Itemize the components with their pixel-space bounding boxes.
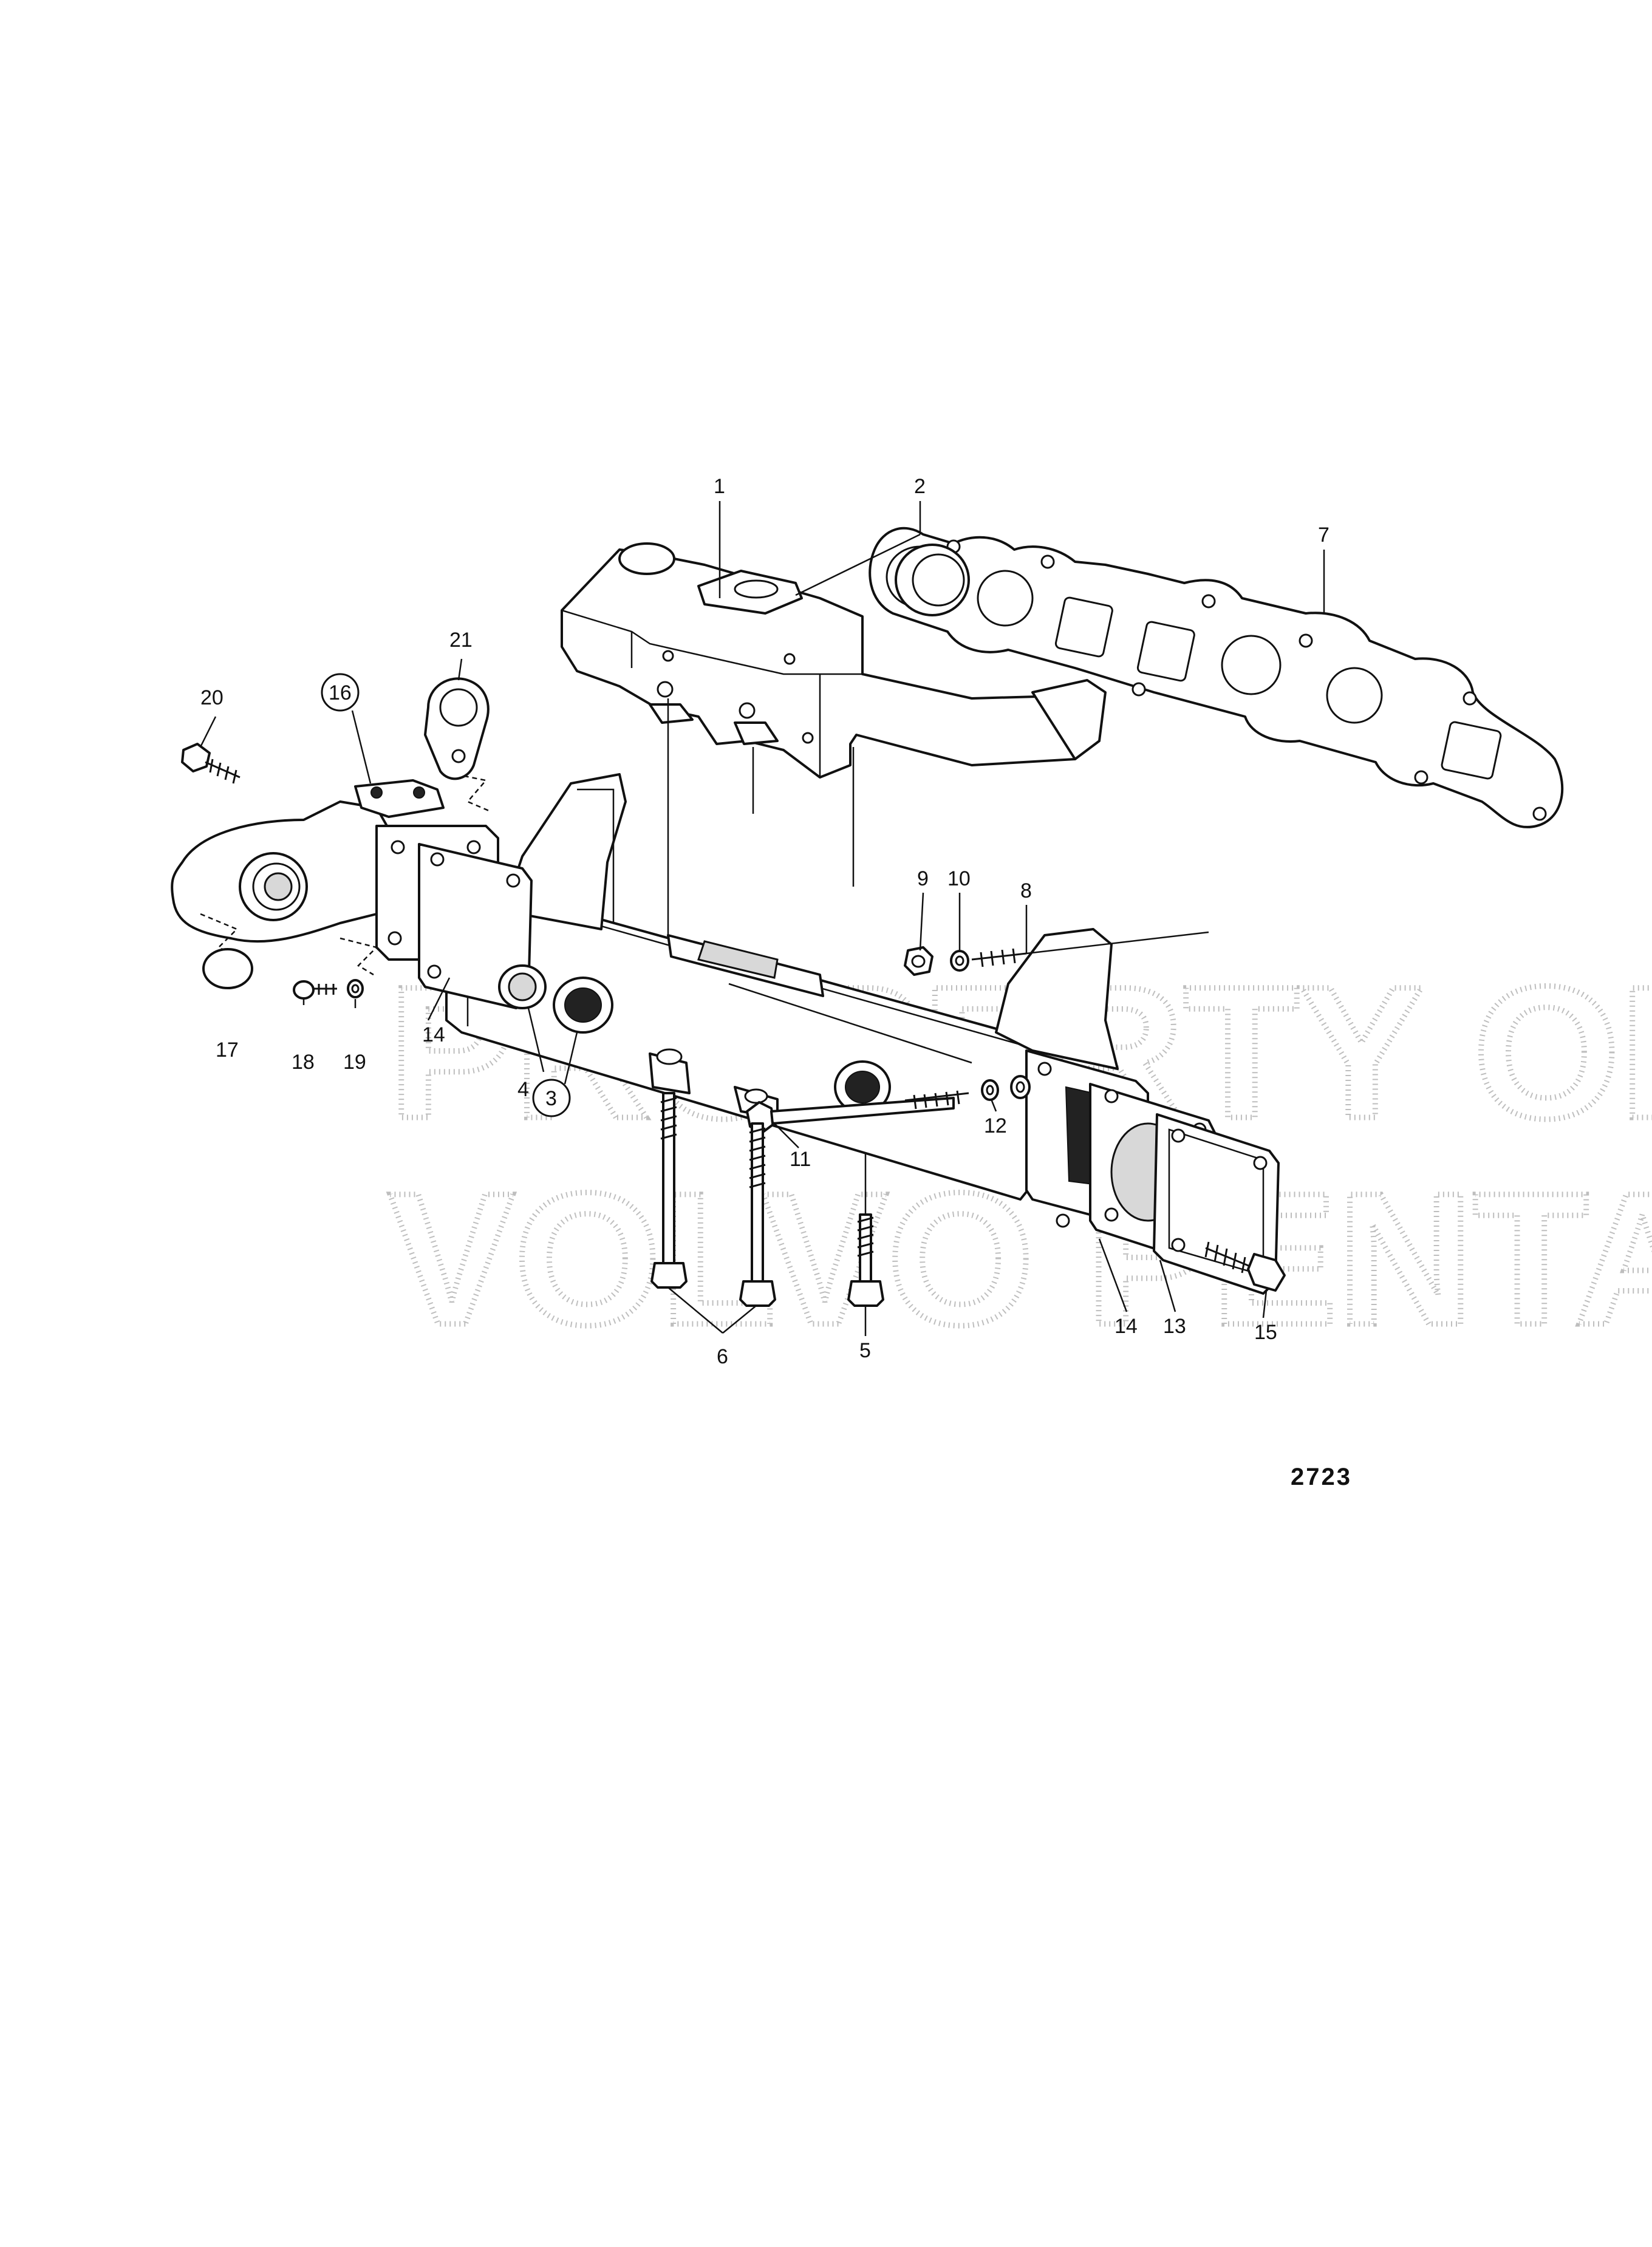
cap-plug xyxy=(202,948,253,989)
figure-number: 2723 xyxy=(1291,1464,1352,1490)
leader-lines xyxy=(199,501,1325,1336)
callout-6: 6 xyxy=(717,1345,728,1368)
callout-14-right: 14 xyxy=(1114,1315,1138,1338)
callout-19: 19 xyxy=(343,1051,366,1074)
callout-10: 10 xyxy=(947,867,971,890)
bolt-washer xyxy=(981,1075,1031,1101)
callout-13: 13 xyxy=(1163,1315,1186,1338)
callout-3-circle xyxy=(532,1079,571,1117)
plug xyxy=(498,964,547,1009)
callout-2: 2 xyxy=(914,475,926,498)
outlet-sleeve xyxy=(895,544,970,616)
callout-5: 5 xyxy=(859,1339,871,1362)
callout-16-circle xyxy=(321,673,360,712)
callout-20: 20 xyxy=(200,686,224,709)
callout-1: 1 xyxy=(714,475,725,498)
callout-8: 8 xyxy=(1020,879,1032,902)
bracket-plate xyxy=(424,677,490,780)
callout-3: 3 xyxy=(545,1087,557,1110)
stud-nut-washer xyxy=(904,931,1209,976)
small-washer xyxy=(347,979,364,998)
short-bolt xyxy=(847,1213,884,1307)
callouts: 1 2 3 4 5 6 7 8 9 10 11 12 13 14 14 15 1… xyxy=(200,475,1329,1368)
callout-11: 11 xyxy=(790,1148,811,1171)
callout-7: 7 xyxy=(1318,523,1329,547)
callout-17: 17 xyxy=(216,1038,239,1062)
exhaust-manifold xyxy=(561,542,1107,779)
callout-21: 21 xyxy=(449,629,473,652)
cover-screw xyxy=(1204,1241,1286,1292)
callout-18: 18 xyxy=(292,1051,315,1074)
small-screw xyxy=(293,980,337,1000)
callout-14-left: 14 xyxy=(422,1023,445,1046)
callout-15: 15 xyxy=(1254,1321,1277,1344)
elbow-bolt xyxy=(181,743,241,784)
long-bolts-pair xyxy=(650,1092,776,1307)
callout-9: 9 xyxy=(917,867,929,890)
callout-4: 4 xyxy=(517,1078,529,1101)
manifold-gasket xyxy=(869,527,1564,828)
callout-12: 12 xyxy=(984,1114,1007,1137)
callout-16: 16 xyxy=(329,681,352,704)
